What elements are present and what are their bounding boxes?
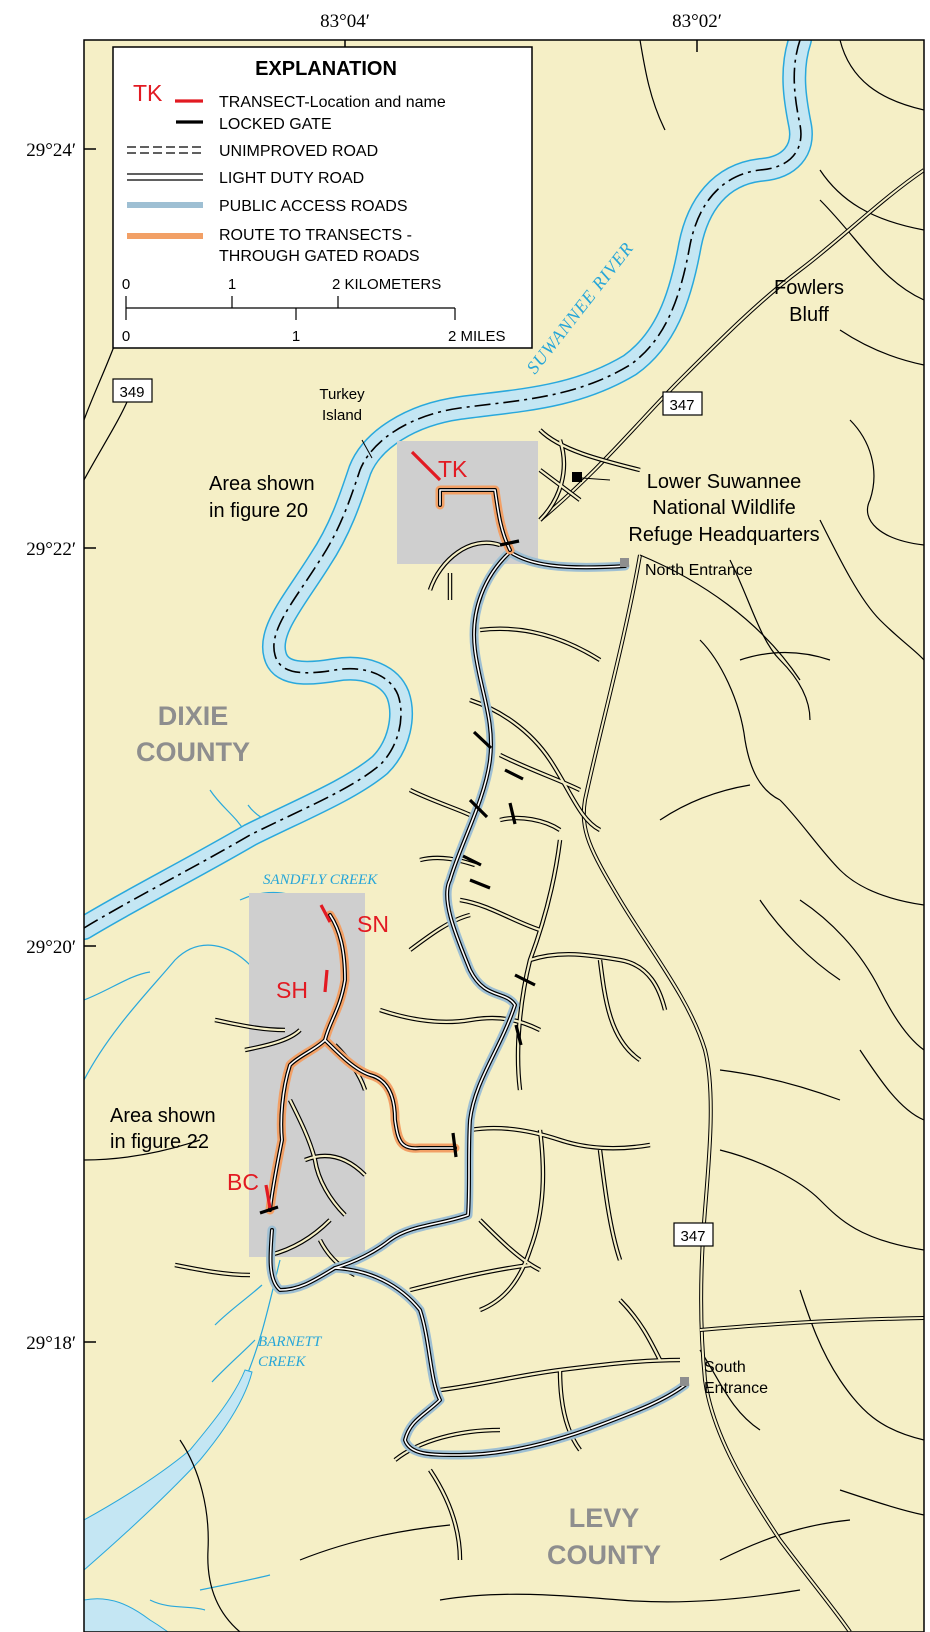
headquarters-label-3: Refuge Headquarters (628, 524, 819, 546)
locked-gates (259, 539, 536, 1215)
transect-bc-line (264, 1184, 272, 1209)
latitude-label-4: 29°18′ (26, 1333, 76, 1354)
legend-item-light-duty: LIGHT DUTY ROAD (219, 170, 364, 187)
legend-box (112, 46, 533, 349)
headquarters-marker (572, 472, 582, 482)
lower-left-water (84, 1598, 169, 1632)
sandfly-creek-label: SANDFLY CREEK (263, 872, 378, 888)
headquarters-label-2: National Wildlife (652, 497, 795, 519)
north-entrance-label: North Entrance (645, 562, 753, 579)
dixie-county-label-2: COUNTY (136, 737, 250, 767)
highway-shield-349: 349 (112, 378, 153, 403)
latitude-label-1: 29°24′ (26, 140, 76, 161)
scale-bar (125, 296, 456, 320)
transect-tk-label: TK (438, 456, 468, 482)
transect-sn-line (319, 904, 332, 923)
county-boundary (84, 40, 802, 929)
legend-light-duty-symbol (127, 173, 203, 181)
transect-sn-label: SN (357, 911, 389, 937)
fowlers-bluff-label-1: Fowlers (774, 277, 844, 299)
latitude-label-3: 29°20′ (26, 937, 76, 958)
scale-mi-1: 1 (292, 328, 300, 345)
transect-lines (264, 450, 442, 1209)
scale-km-0: 0 (122, 276, 130, 293)
light-duty-roads (84, 40, 924, 1632)
legend-item-public: PUBLIC ACCESS ROADS (219, 198, 408, 215)
legend-transect-code: TK (133, 80, 163, 106)
svg-text:347: 347 (680, 1228, 705, 1245)
scale-mi-0: 0 (122, 328, 130, 345)
barnett-creek-water (84, 1369, 253, 1571)
scale-km-2: 2 KILOMETERS (332, 276, 441, 293)
south-entrance-label-2: Entrance (704, 1380, 768, 1397)
svg-text:349: 349 (119, 384, 144, 401)
legend-title: EXPLANATION (255, 58, 397, 80)
figure-20-label-2: in figure 20 (209, 500, 308, 522)
legend-item-gate: LOCKED GATE (219, 116, 332, 133)
highway-shield-347-north: 347 (662, 391, 703, 416)
latitude-label-2: 29°22′ (26, 539, 76, 560)
highway-shield-347-south: 347 (673, 1222, 714, 1247)
barnett-creek-label-2: CREEK (258, 1354, 306, 1370)
longitude-label-1: 83°04′ (320, 11, 370, 32)
legend-item-transect: TRANSECT-Location and name (219, 94, 446, 111)
highway-347 (538, 168, 924, 1632)
levy-county-label-1: LEVY (569, 1503, 640, 1533)
levy-county-label-2: COUNTY (547, 1540, 661, 1570)
legend-item-route-2: THROUGH GATED ROADS (219, 248, 420, 265)
south-entrance-label-1: South (704, 1359, 746, 1376)
figure-20-label-1: Area shown (209, 473, 315, 495)
legend: EXPLANATION TK TRANSECT-Location and nam… (112, 46, 533, 349)
figure-22-label-1: Area shown (110, 1105, 216, 1127)
transect-sh-label: SH (276, 977, 308, 1003)
scale-km-1: 1 (228, 276, 236, 293)
north-entrance-marker (620, 558, 629, 567)
suwannee-river (84, 40, 813, 940)
legend-item-unimproved: UNIMPROVED ROAD (219, 143, 378, 160)
transect-bc-label: BC (227, 1169, 259, 1195)
map-frame (83, 39, 925, 1632)
headquarters-label-1: Lower Suwannee (647, 471, 802, 493)
fowlers-bluff-label-2: Bluff (789, 304, 829, 326)
public-access-roads (266, 547, 690, 1460)
turkey-island-label-2: Island (322, 407, 362, 424)
svg-text:347: 347 (669, 397, 694, 414)
turkey-island-label-1: Turkey (319, 386, 365, 403)
dixie-county-label-1: DIXIE (158, 701, 229, 731)
south-entrance-marker (680, 1377, 689, 1386)
barnett-creek-label-1: BARNETT (258, 1334, 323, 1350)
longitude-label-2: 83°02′ (672, 11, 722, 32)
transect-sh-line (323, 969, 329, 993)
figure-22-label-2: in figure 22 (110, 1131, 209, 1153)
transect-tk-line (410, 450, 442, 482)
legend-item-route-1: ROUTE TO TRANSECTS - (219, 227, 412, 244)
scale-mi-2: 2 MILES (448, 328, 506, 345)
